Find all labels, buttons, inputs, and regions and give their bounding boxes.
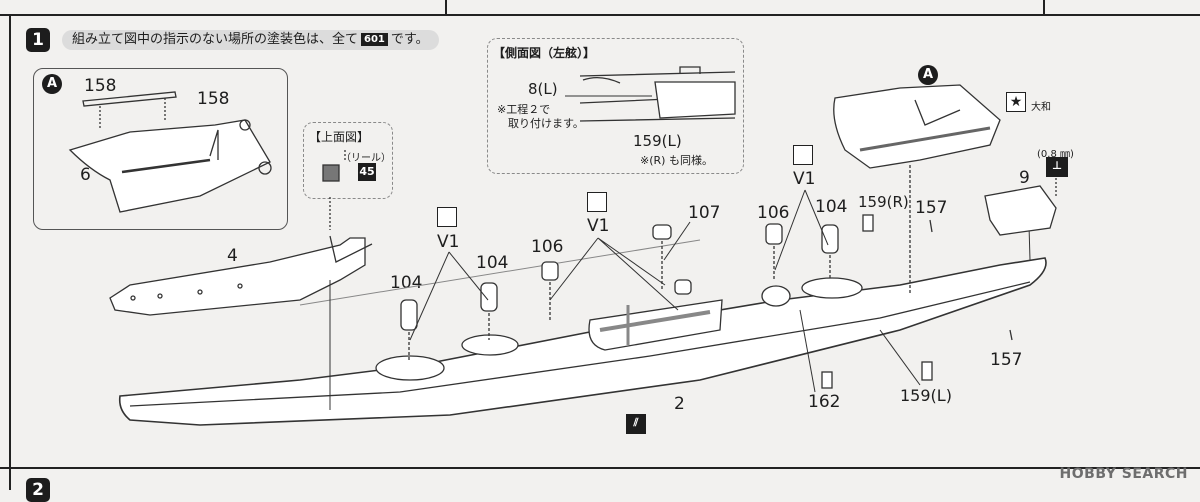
part-label-v1-b: V1	[587, 216, 610, 236]
part-label-157-top: 157	[915, 198, 948, 218]
part-9-deckhouse	[984, 178, 1057, 236]
paint-code-601: 601	[361, 33, 388, 46]
hull-paint-icon: ⫽	[626, 414, 646, 434]
paint-brush-icon-1	[437, 207, 457, 227]
part-label-106-b: 106	[757, 203, 790, 223]
part-label-104-b: 104	[476, 253, 509, 273]
part-label-107: 107	[688, 203, 721, 223]
inset-a-marker: A	[42, 74, 62, 94]
part-label-6: 6	[80, 165, 91, 185]
painting-note-suffix: です。	[390, 32, 429, 47]
frame-left-border	[9, 14, 11, 490]
paint-brush-icon-3	[793, 145, 813, 165]
part-label-104-a: 104	[390, 273, 423, 293]
gun-barrels-104	[400, 224, 839, 360]
hobby-search-watermark: HOBBY SEARCH	[1059, 466, 1188, 482]
part-label-159l-side: 159(L)	[633, 132, 682, 150]
part-label-158-mid: 158	[197, 89, 230, 109]
part-label-157-bottom: 157	[990, 350, 1023, 370]
part-label-159r: 159(R)	[858, 193, 909, 211]
paint-brush-icon-2	[587, 192, 607, 212]
deck-marker-a: A	[918, 65, 938, 85]
drill-icon: ⊥	[1046, 157, 1068, 177]
frame-bottom-border	[0, 467, 1200, 469]
leader-lines	[329, 189, 1031, 410]
turret-bases	[375, 277, 863, 381]
side-view-hull	[565, 66, 736, 122]
paint-code-45: 45	[358, 163, 376, 181]
top-view-title: 【上面図】	[309, 130, 370, 144]
part-label-104-c: 104	[815, 197, 848, 217]
inset-part-158-rod	[82, 91, 177, 130]
part-label-v1-a: V1	[437, 232, 460, 252]
reel-label: （リール）	[341, 153, 391, 164]
part-label-162: 162	[808, 392, 841, 412]
part-label-v1-c: V1	[793, 169, 816, 189]
side-view-note-line1: ※工程２で	[497, 103, 551, 116]
inset-deck-part-6	[68, 119, 272, 213]
top-view-panel	[303, 122, 393, 199]
part-label-158-top: 158	[84, 76, 117, 96]
frame-divider-2	[1043, 0, 1045, 14]
frame-top-border	[0, 14, 1200, 16]
frame-divider-1	[445, 0, 447, 14]
small-parts	[821, 214, 1013, 389]
side-view-title: 【側面図（左舷）】	[493, 46, 596, 60]
yamato-label: 大和	[1031, 102, 1051, 113]
part-label-9: 9	[1019, 168, 1030, 188]
side-view-note-line2: 取り付けます。	[508, 117, 584, 130]
part-label-106-a: 106	[531, 237, 564, 257]
posts-106-107	[541, 223, 783, 320]
part-label-8l: 8(L)	[528, 80, 558, 98]
yamato-star-icon: ★	[1006, 92, 1026, 112]
drill-size-label: (0.8 ㎜)	[1037, 149, 1074, 160]
part-label-4: 4	[227, 246, 238, 266]
part-label-2: 2	[674, 394, 685, 414]
reel-icon	[322, 150, 346, 230]
forecastle-deck-part-4	[109, 235, 373, 316]
side-view-note-r: ※(R) も同様。	[640, 154, 713, 167]
painting-note-prefix: 組み立て図中の指示のない場所の塗装色は、全て	[72, 32, 359, 47]
deck-superstructure-a	[833, 84, 1001, 295]
part-label-159l: 159(L)	[900, 386, 952, 405]
step-number-badge: 1	[26, 28, 50, 52]
assembly-drawing	[68, 66, 1057, 426]
main-hull-part-2	[118, 239, 1047, 426]
